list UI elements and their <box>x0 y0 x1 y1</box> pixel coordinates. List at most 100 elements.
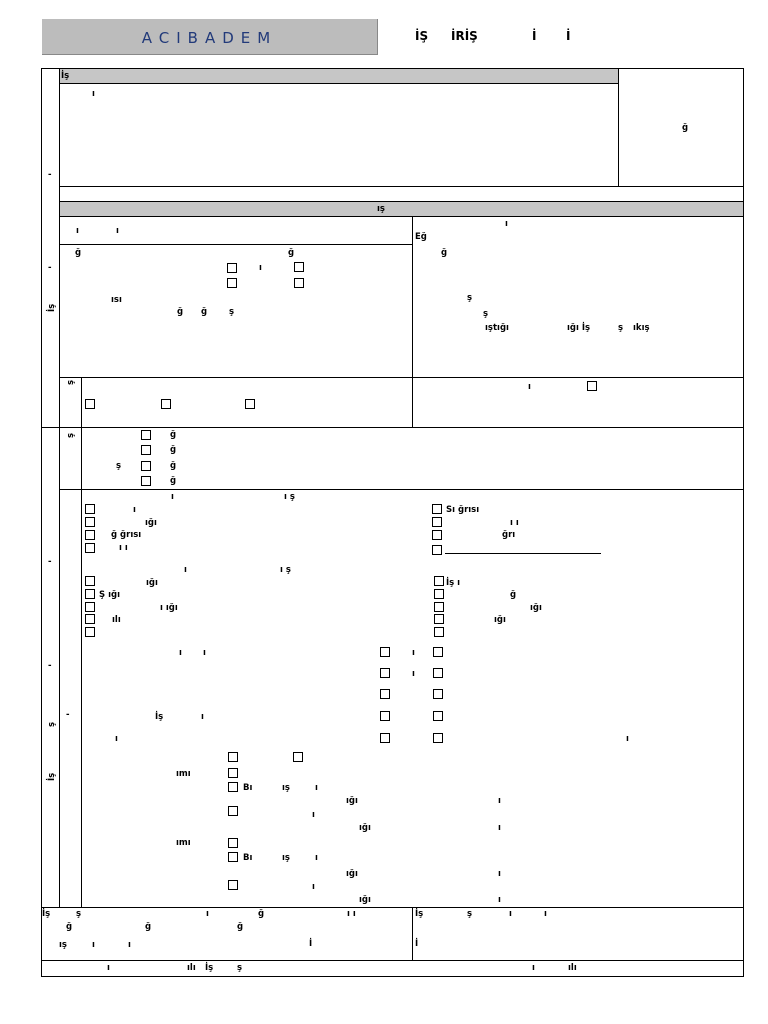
s4-l2-checkbox-1[interactable] <box>85 576 95 586</box>
s4-r2-checkbox-4[interactable] <box>434 614 444 624</box>
s2-sub-side: ş <box>66 379 76 385</box>
s4-l-checkbox-1[interactable] <box>85 504 95 514</box>
s4-l2-checkbox-2[interactable] <box>85 589 95 599</box>
f-b-3: ş <box>237 963 243 973</box>
s4-r-checkbox-3[interactable] <box>432 530 442 540</box>
s4-h2a: ı <box>184 565 187 575</box>
s4-r2-item-2: ğ <box>510 590 517 600</box>
f-l1-1: ş <box>76 909 82 919</box>
s4-l2-checkbox-5[interactable] <box>85 627 95 637</box>
s2-checkbox-2[interactable] <box>294 262 304 272</box>
s4-is-label: İş <box>155 712 164 722</box>
s4-grid-b5[interactable] <box>433 733 443 743</box>
s2-checkbox-3[interactable] <box>227 278 237 288</box>
s4-grid-b3[interactable] <box>433 689 443 699</box>
s3-checkbox-3[interactable] <box>141 461 151 471</box>
s2-sub-checkbox-2[interactable] <box>161 399 171 409</box>
s4-grid-b2[interactable] <box>433 668 443 678</box>
s2-sub-right-checkbox[interactable] <box>587 381 597 391</box>
s4-l2-item-3: ı ığı <box>160 603 178 613</box>
f-b-0: ı <box>107 963 110 973</box>
s4-grid-a1[interactable] <box>380 647 390 657</box>
s3-opt-prefix: ş <box>116 461 122 471</box>
s4-h3b: ı <box>203 648 206 658</box>
section2-heading: ış <box>377 204 385 214</box>
s2-sub-checkbox-1[interactable] <box>85 399 95 409</box>
f-l2-1: ğ <box>145 922 152 932</box>
s4-grid-b1[interactable] <box>433 647 443 657</box>
s4-sub-checkbox-8[interactable] <box>228 880 238 890</box>
f-l3-2: ı <box>128 940 131 950</box>
s4-r2-checkbox-1[interactable] <box>434 576 444 586</box>
side-dash-3: - <box>48 557 52 567</box>
s4-sub-checkbox-1[interactable] <box>228 752 238 762</box>
s2-r7: ığı İş <box>567 323 591 333</box>
s4-sub-checkbox-6[interactable] <box>228 838 238 848</box>
s4-r2-item-3: ığı <box>530 603 542 613</box>
s2-checkbox-4[interactable] <box>294 278 304 288</box>
s2-sub-checkbox-3[interactable] <box>245 399 255 409</box>
s4-sub-checkbox-3[interactable] <box>228 768 238 778</box>
s2-a5: ğ <box>177 307 184 317</box>
s4-l2-checkbox-3[interactable] <box>85 602 95 612</box>
s4-r2-checkbox-2[interactable] <box>434 589 444 599</box>
s4-l-checkbox-4[interactable] <box>85 543 95 553</box>
s4-r2-item-4: ığı <box>494 615 506 625</box>
side-dash-4: - <box>48 661 52 671</box>
f-l3-0: ış <box>59 940 67 950</box>
s3-checkbox-2[interactable] <box>141 445 151 455</box>
s4-grid-a5[interactable] <box>380 733 390 743</box>
f-b-1: ılı <box>187 963 196 973</box>
section1-right-mark: ğ <box>682 123 689 133</box>
s4-grid-b4[interactable] <box>433 711 443 721</box>
s4-l-item-1: ı <box>133 505 136 515</box>
s3-checkbox-1[interactable] <box>141 430 151 440</box>
s2-a7: ş <box>229 307 235 317</box>
s4-small-8: ığı <box>346 869 358 879</box>
s2-a2: ğ <box>288 248 295 258</box>
section2-side-label: İş <box>47 303 57 312</box>
s4-bi-1: Bı <box>243 783 253 793</box>
f-r1-2: ı <box>509 909 512 919</box>
s3-opt-1: ğ <box>170 430 177 440</box>
s4-r-checkbox-4[interactable] <box>432 545 442 555</box>
s4-small-12: ı <box>498 895 501 905</box>
s4-grid-a3[interactable] <box>380 689 390 699</box>
s2-a4: ısı <box>111 295 122 305</box>
form-frame <box>41 68 744 977</box>
s4-small-9: ı <box>498 869 501 879</box>
f-l1-3: ğ <box>258 909 265 919</box>
s3-opt-2: ğ <box>170 445 177 455</box>
s4-sub-checkbox-4[interactable] <box>228 782 238 792</box>
s4-small-6: ı <box>498 823 501 833</box>
s4-sub-checkbox-2[interactable] <box>293 752 303 762</box>
s4-r-checkbox-1[interactable] <box>432 504 442 514</box>
s4-tail-mark: ı <box>626 734 629 744</box>
f-l3-3: İ <box>309 939 313 949</box>
s4-is-1: ış <box>282 783 290 793</box>
s4-l-checkbox-3[interactable] <box>85 530 95 540</box>
s2-l1: ı <box>76 226 79 236</box>
s4-l2-checkbox-4[interactable] <box>85 614 95 624</box>
s4-small-7: ı <box>315 853 318 863</box>
s4-is-mark: ı <box>201 712 204 722</box>
s4-h1b: ı ş <box>284 492 295 502</box>
brand-logo: ACIBADEM <box>42 19 378 55</box>
s4-grid-a4[interactable] <box>380 711 390 721</box>
f-r1-1: ş <box>467 909 473 919</box>
s4-small-11: ığı <box>359 895 371 905</box>
s2-sub-right-mark: ı <box>528 382 531 392</box>
s4-r-checkbox-2[interactable] <box>432 517 442 527</box>
s4-r2-checkbox-5[interactable] <box>434 627 444 637</box>
s4-l-checkbox-2[interactable] <box>85 517 95 527</box>
s4-sub-checkbox-5[interactable] <box>228 806 238 816</box>
s2-r8: ş <box>618 323 624 333</box>
s2-checkbox-1[interactable] <box>227 263 237 273</box>
s4-sub-checkbox-7[interactable] <box>228 852 238 862</box>
s4-grid-a2[interactable] <box>380 668 390 678</box>
s3-opt-3: ğ <box>170 461 177 471</box>
s4-r2-checkbox-3[interactable] <box>434 602 444 612</box>
side-dash-5: - <box>66 710 70 720</box>
s3-checkbox-4[interactable] <box>141 476 151 486</box>
s2-r1: ı <box>505 219 508 229</box>
